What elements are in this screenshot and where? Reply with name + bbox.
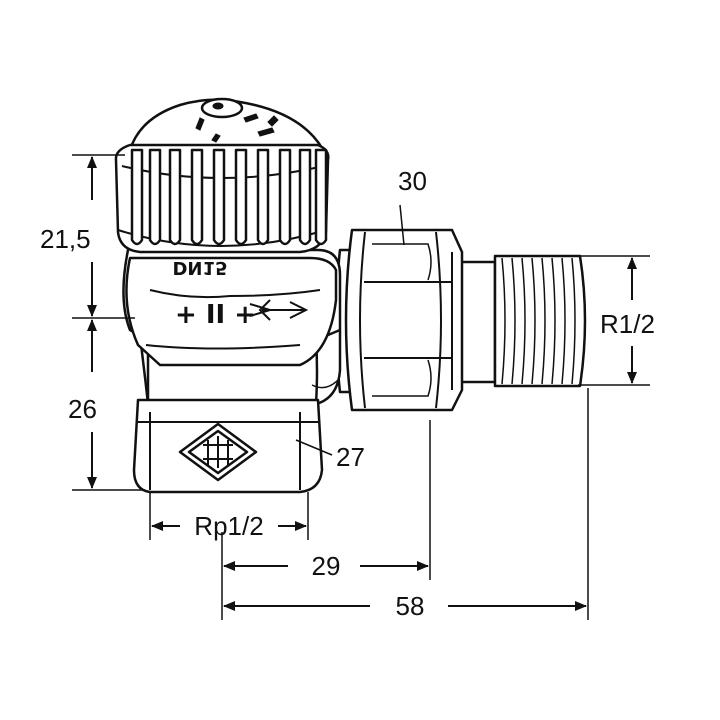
union-nut [334, 228, 464, 412]
grip-rib [130, 148, 144, 246]
grip-rib [168, 148, 182, 246]
thread-crest [551, 257, 556, 385]
dim-overall-length: 58 [396, 591, 425, 621]
grip-rib [190, 148, 204, 246]
flow-mark-engraving: + II + [175, 300, 256, 330]
grip-rib [314, 148, 328, 246]
flow-direction-arrow-icon [249, 299, 309, 321]
thread-crest [571, 257, 576, 385]
grip-rib [256, 148, 270, 246]
hand-wheel-cap [114, 97, 330, 254]
thread-crest [541, 257, 546, 385]
thread-crest [561, 257, 566, 385]
dim-inlet-thread: Rp1/2 [194, 511, 263, 541]
grip-rib [278, 148, 292, 246]
dim-height-lower: 26 [68, 394, 97, 424]
dim-outlet-thread: R1/2 [600, 309, 655, 339]
thread-crest [531, 257, 536, 385]
dim-height-upper: 21,5 [40, 224, 91, 254]
grip-rib [148, 148, 162, 246]
dim-offset-to-nut: 29 [312, 551, 341, 581]
dimension-lines [72, 154, 650, 620]
thread-crest [501, 257, 506, 385]
grip-rib [234, 148, 248, 246]
grip-rib [212, 148, 226, 246]
thread-crest [511, 257, 516, 385]
callout-body: 27 [336, 442, 365, 472]
manufacturer-logo-icon [178, 422, 258, 482]
thread-crest [521, 257, 526, 385]
callout-union-nut: 30 [398, 166, 427, 196]
dn15-engraving: DN15 [172, 257, 227, 278]
grip-rib [298, 148, 312, 246]
